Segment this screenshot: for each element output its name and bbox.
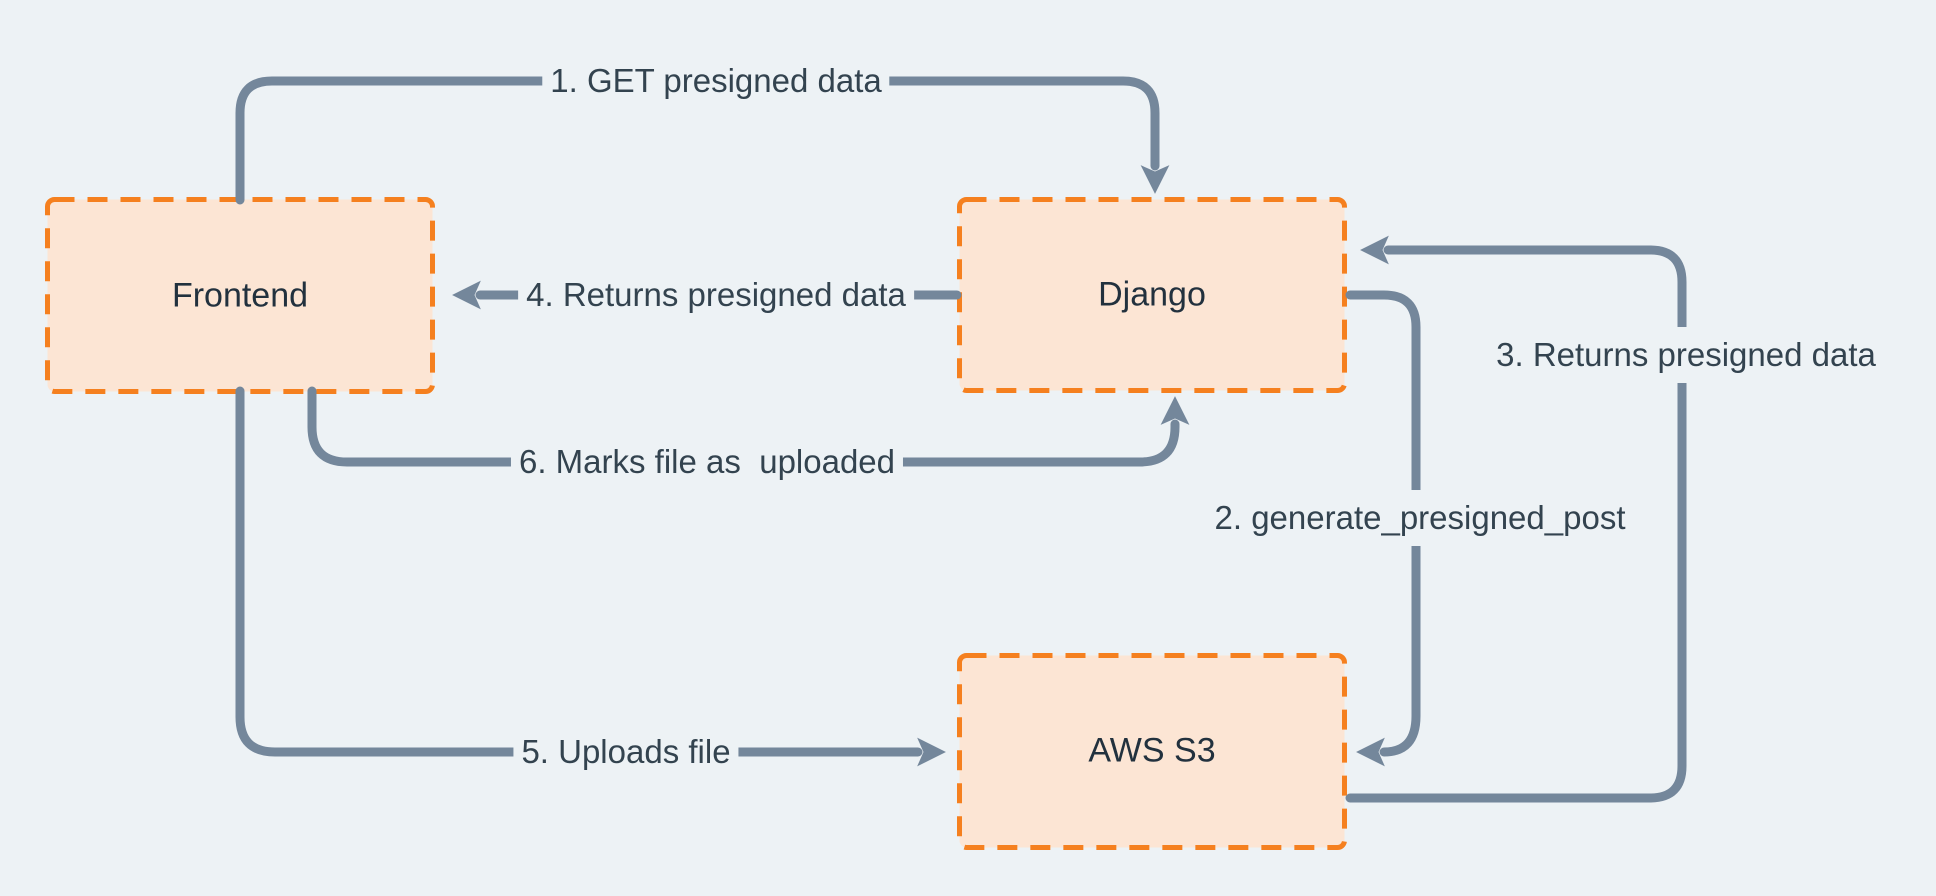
frontend-node-box <box>45 197 435 394</box>
edge-label-4-returns-presigned-data: 4. Returns presigned data <box>518 267 914 323</box>
edge-3-returns-presigned-data <box>1345 235 1687 803</box>
edge-label-5-uploads-file: 5. Uploads file <box>513 724 739 780</box>
edge-label-2-generate-presigned-post: 2. generate_presigned_post <box>1206 490 1634 546</box>
edge-label-3-returns-presigned-data: 3. Returns presigned data <box>1488 327 1884 383</box>
django-node-label: Django <box>1098 275 1206 314</box>
aws-s3-node-box <box>957 653 1347 850</box>
aws-s3-node-label: AWS S3 <box>1088 731 1216 770</box>
frontend-node-label: Frontend <box>171 276 309 315</box>
edge-label-1-get-presigned-data: 1. GET presigned data <box>542 53 890 109</box>
edge-2-generate-presigned-post <box>1345 290 1421 767</box>
edge-label-6-marks-file-uploaded: 6. Marks file as uploaded <box>510 434 904 490</box>
edge-5-uploads-file <box>235 386 946 767</box>
